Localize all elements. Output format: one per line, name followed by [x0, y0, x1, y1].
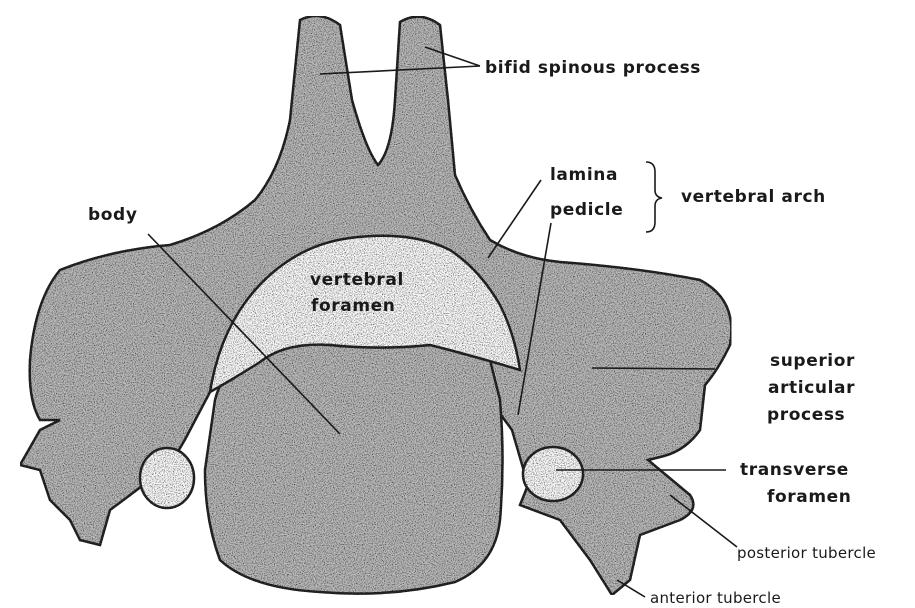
- label-vertebral-arch: vertebral arch: [681, 187, 826, 207]
- label-anterior-tubercle: anterior tubercle: [650, 589, 781, 607]
- left-transverse-foramen-shape: [140, 448, 194, 508]
- label-superior-articular-line3: process: [767, 405, 845, 425]
- label-lamina: lamina: [550, 165, 618, 185]
- label-body: body: [88, 205, 138, 225]
- label-superior-articular-line2: articular: [768, 378, 855, 398]
- vertebral-arch-brace: [646, 162, 662, 232]
- leader-lamina: [488, 180, 541, 258]
- label-vertebral-foramen-line1: vertebral: [310, 270, 404, 290]
- label-posterior-tubercle: posterior tubercle: [737, 544, 876, 562]
- label-vertebral-foramen-line2: foramen: [311, 296, 395, 316]
- label-bifid-spinous-process: bifid spinous process: [485, 58, 701, 78]
- leader-superior-articular: [592, 368, 715, 369]
- vertebral-body-shape: [205, 343, 503, 594]
- label-transverse-foramen-line2: foramen: [767, 487, 851, 507]
- label-pedicle: pedicle: [550, 200, 623, 220]
- label-superior-articular-line1: superior: [770, 351, 855, 371]
- right-transverse-foramen-shape: [523, 447, 583, 501]
- label-transverse-foramen-line1: transverse: [740, 460, 849, 480]
